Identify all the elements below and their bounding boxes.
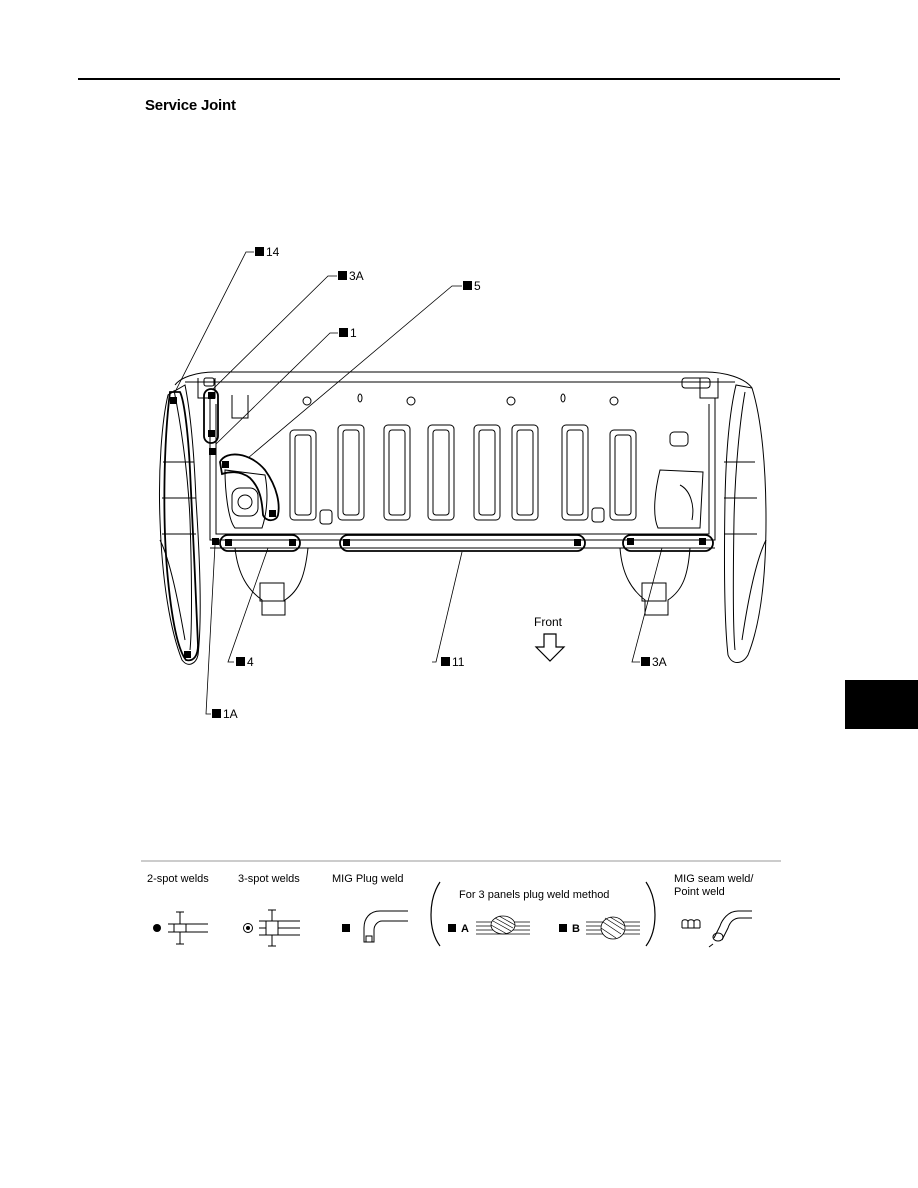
svg-text:4: 4 xyxy=(247,655,254,669)
svg-text:A: A xyxy=(461,923,469,935)
down-arrow-icon xyxy=(534,633,566,662)
page-title: Service Joint xyxy=(145,97,236,114)
floor-ribs xyxy=(289,424,637,525)
section-tab xyxy=(845,680,918,729)
three-spot-weld-icon xyxy=(243,909,300,947)
weld-zone-5 xyxy=(219,453,280,522)
weld-zone-3a-bottom xyxy=(622,534,714,552)
mig-plug-weld-icon xyxy=(342,910,408,943)
callout-3a-top: 3A xyxy=(338,269,364,283)
svg-text:B: B xyxy=(572,923,580,935)
callout-11: 11 xyxy=(441,655,465,669)
svg-text:1A: 1A xyxy=(223,707,238,721)
weld-zone-3a-top xyxy=(203,388,219,444)
leader-lines xyxy=(174,251,663,715)
svg-text:Point weld: Point weld xyxy=(674,886,725,898)
plug-weld-method-b: B xyxy=(559,916,640,940)
weld-zones xyxy=(163,388,714,662)
callouts: 14 3A 5 1 4 11 3A 1A xyxy=(212,245,667,721)
svg-text:3-spot welds: 3-spot welds xyxy=(238,873,300,885)
plug-weld-method-a: A xyxy=(448,915,530,935)
svg-text:11: 11 xyxy=(452,655,465,669)
weld-zone-11 xyxy=(339,534,586,552)
weld-markers xyxy=(170,392,706,658)
svg-text:2-spot welds: 2-spot welds xyxy=(147,873,209,885)
svg-text:For 3 panels plug weld method: For 3 panels plug weld method xyxy=(459,889,609,901)
svg-text:MIG seam weld/: MIG seam weld/ xyxy=(674,873,754,885)
weld-legend: 2-spot welds 3-spot welds MIG Plug weld … xyxy=(141,860,781,948)
mig-seam-weld-icon xyxy=(681,910,752,948)
header-rule xyxy=(78,78,840,80)
callout-1: 1 xyxy=(339,326,357,340)
weld-zone-4 xyxy=(219,534,301,552)
svg-text:1: 1 xyxy=(350,326,357,340)
truck-bed-outline xyxy=(158,371,767,665)
svg-text:3A: 3A xyxy=(652,655,667,669)
svg-text:MIG Plug weld: MIG Plug weld xyxy=(332,873,404,885)
weld-zone-14 xyxy=(163,391,199,662)
svg-text:Front: Front xyxy=(534,615,563,629)
two-spot-weld-icon xyxy=(153,911,208,945)
svg-text:14: 14 xyxy=(266,245,280,259)
front-direction: Front xyxy=(534,615,566,662)
callout-3a-bottom: 3A xyxy=(641,655,667,669)
svg-text:3A: 3A xyxy=(349,269,364,283)
callout-4: 4 xyxy=(236,655,254,669)
callout-14: 14 xyxy=(255,245,280,259)
callout-5: 5 xyxy=(463,279,481,293)
callout-1a: 1A xyxy=(212,707,238,721)
svg-text:5: 5 xyxy=(474,279,481,293)
